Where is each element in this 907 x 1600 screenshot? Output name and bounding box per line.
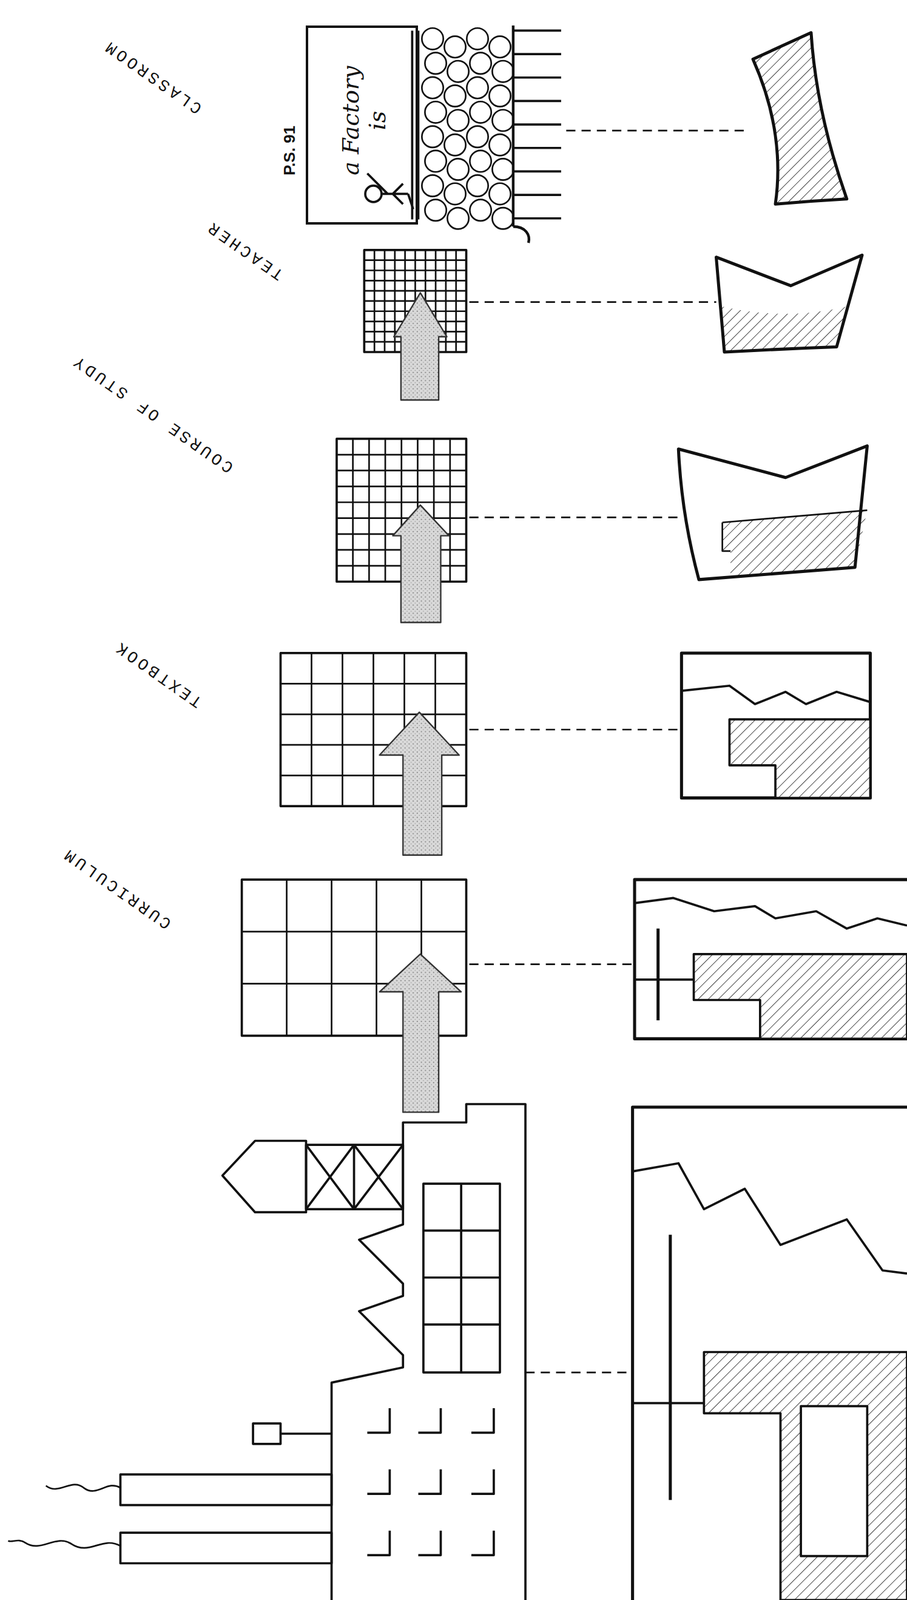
classroom-scene [365,25,562,243]
section-label: COURSE OF STUDY [68,350,238,476]
blackboard-box: P.S. 91a Factory is [305,25,419,225]
factory [7,1103,526,1600]
section-label: TEACHER [202,216,287,284]
school-name: P.S. 91 [280,125,300,176]
grid [242,249,467,1036]
cross-section [632,32,907,1600]
section-label: CLASSROOM [100,35,206,118]
blackboard-text: a Factory is [337,60,391,182]
section-label: CURRICULUM [59,842,176,932]
up-arrow [379,292,462,1112]
dashed-link [469,130,750,1372]
section-label: TEXTBOOK [111,636,206,711]
